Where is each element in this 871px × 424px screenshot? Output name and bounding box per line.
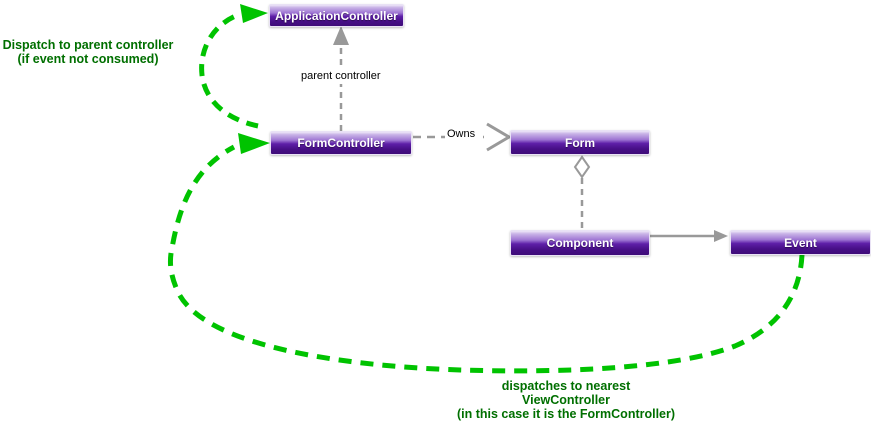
- dispatch-to-nearest-note-line1: dispatches to nearest: [501, 379, 631, 393]
- dispatch-to-nearest-note-line3: (in this case it is the FormController): [456, 407, 676, 421]
- node-application-controller-label: ApplicationController: [275, 8, 398, 23]
- node-form-controller: FormController: [270, 131, 412, 155]
- component-event-arrowhead: [714, 230, 728, 242]
- dispatch-to-parent-note: Dispatch to parent controller (if event …: [0, 38, 176, 66]
- dispatch-to-parent-curve: [199, 12, 259, 129]
- dispatch-to-nearest-note: dispatches to nearest ViewController (in…: [426, 379, 706, 421]
- node-component-label: Component: [546, 236, 614, 250]
- node-event-label: Event: [784, 235, 817, 250]
- parent-controller-edge-label: parent controller: [299, 69, 383, 84]
- dispatch-to-parent-note-line2: (if event not consumed): [17, 52, 159, 66]
- aggregation-diamond: [573, 155, 591, 179]
- dispatch-arrowhead-applicationcontroller: [240, 4, 268, 23]
- parent-controller-arrowhead: [333, 26, 349, 45]
- owns-open-arrowhead: [486, 122, 512, 152]
- node-event: Event: [730, 230, 871, 255]
- node-component: Component: [510, 230, 650, 256]
- node-form: Form: [510, 130, 650, 155]
- dispatch-arrowhead-formcontroller: [238, 133, 270, 154]
- dispatch-to-nearest-note-line2: ViewController: [522, 393, 610, 407]
- dispatch-to-parent-note-line1: Dispatch to parent controller: [2, 38, 174, 52]
- node-form-controller-label: FormController: [297, 136, 385, 150]
- dispatch-to-nearest-curve: [167, 144, 805, 374]
- owns-edge-label: Owns: [445, 127, 478, 142]
- node-form-label: Form: [565, 135, 595, 150]
- node-application-controller: ApplicationController: [269, 4, 404, 27]
